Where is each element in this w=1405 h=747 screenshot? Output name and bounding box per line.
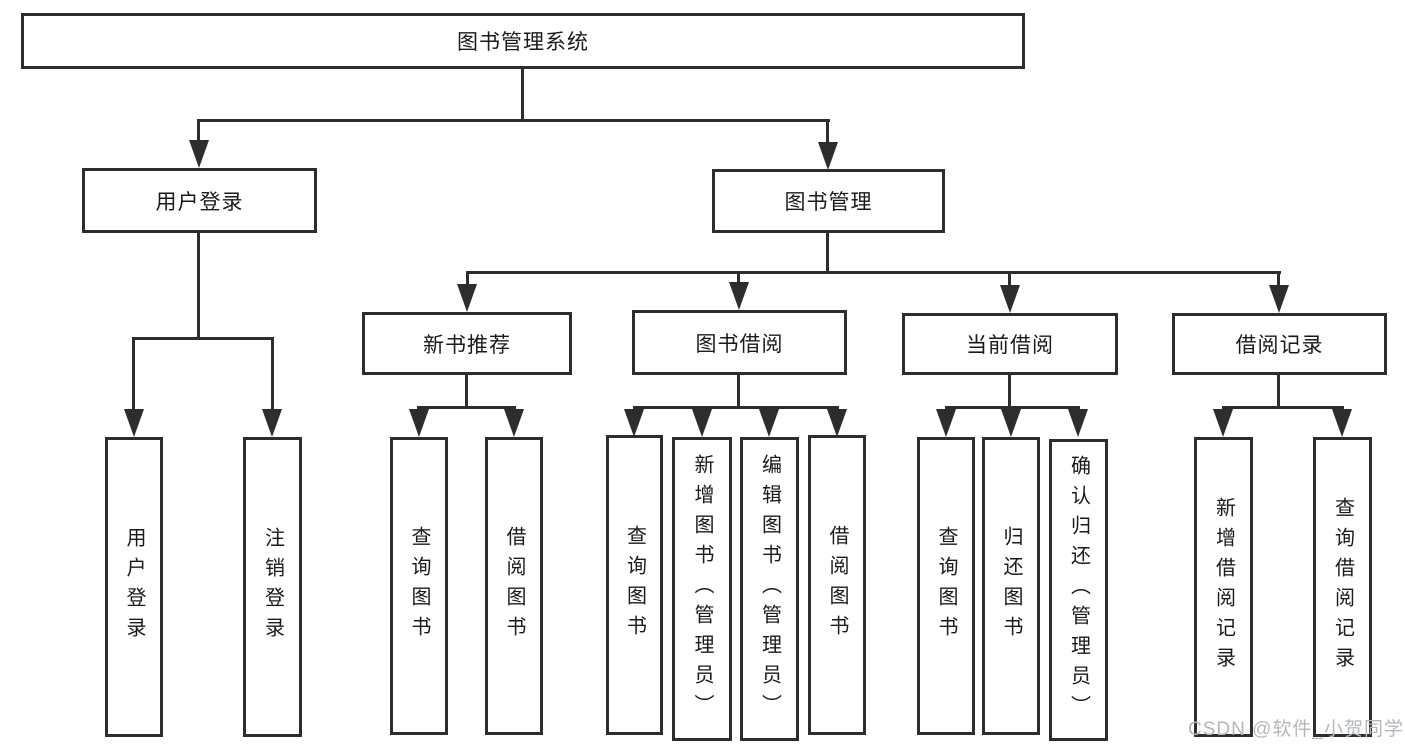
node-borrow-records-label: 借阅记录 (1235, 334, 1324, 357)
arrow-down-icon (1332, 409, 1352, 437)
leaf-cb-return-books: 归还图书 (982, 437, 1040, 735)
node-user-login-label: 用户登录 (155, 190, 244, 214)
arrow-down-icon (409, 409, 429, 437)
connector-line (1008, 271, 1011, 286)
leaf-cb-query-books-label: 查询图书 (935, 526, 957, 646)
leaf-bb-query-books-label: 查询图书 (623, 525, 646, 645)
connector-line (132, 337, 274, 340)
node-new-book-rec: 新书推荐 (362, 312, 572, 375)
connector-line (633, 406, 839, 409)
connector-line (197, 119, 200, 142)
leaf-br-add-record: 新增借阅记录 (1194, 437, 1253, 737)
connector-line (417, 406, 516, 409)
leaf-bb-borrow-books-label: 借阅图书 (826, 525, 848, 645)
leaf-user-login: 用户登录 (105, 437, 163, 737)
node-current-borrow: 当前借阅 (902, 313, 1118, 375)
leaf-logout: 注销登录 (243, 437, 302, 737)
connector-line (826, 233, 829, 271)
connector-line (466, 271, 1281, 274)
arrow-down-icon (1269, 285, 1289, 313)
arrow-down-icon (1068, 409, 1088, 437)
connector-line (466, 271, 469, 285)
leaf-nb-borrow-books-label: 借阅图书 (503, 526, 525, 646)
arrow-down-icon (457, 284, 477, 312)
connector-line (826, 119, 829, 143)
connector-line (737, 271, 740, 283)
leaf-bb-edit-books-admin: 编辑图书（管理员） (740, 437, 799, 741)
watermark: CSDN @软件_小贺同学 (1188, 719, 1404, 740)
connector-line (737, 375, 740, 406)
leaf-bb-borrow-books: 借阅图书 (808, 435, 866, 735)
node-borrow-records: 借阅记录 (1172, 313, 1387, 375)
connector-line (945, 406, 1080, 409)
arrow-down-icon (759, 409, 779, 437)
leaf-bb-add-books-admin: 新增图书（管理员） (672, 437, 732, 741)
node-root-label: 图书管理系统 (457, 31, 589, 54)
connector-line (197, 119, 830, 122)
arrow-down-icon (692, 409, 712, 437)
arrow-down-icon (624, 409, 644, 437)
node-book-mgmt: 图书管理 (712, 169, 945, 233)
leaf-bb-query-books: 查询图书 (606, 435, 663, 735)
leaf-cb-query-books: 查询图书 (917, 437, 975, 735)
arrow-down-icon (504, 409, 524, 437)
connector-line (1008, 375, 1011, 406)
connector-line (521, 69, 524, 119)
leaf-cb-confirm-return-admin-label: 确认归还（管理员） (1067, 455, 1090, 725)
arrow-down-icon (124, 409, 144, 437)
arrow-down-icon (1000, 285, 1020, 313)
leaf-br-query-record-label: 查询借阅记录 (1331, 497, 1354, 677)
connector-line (465, 375, 468, 406)
leaf-br-add-record-label: 新增借阅记录 (1212, 497, 1235, 677)
leaf-cb-return-books-label: 归还图书 (1000, 526, 1022, 646)
node-current-borrow-label: 当前借阅 (966, 334, 1054, 357)
node-book-borrow: 图书借阅 (632, 310, 847, 375)
connector-line (1222, 406, 1344, 409)
leaf-nb-query-books-label: 查询图书 (408, 526, 430, 646)
connector-line (132, 337, 135, 411)
node-new-book-rec-label: 新书推荐 (423, 333, 511, 357)
node-book-borrow-label: 图书借阅 (695, 332, 784, 356)
leaf-br-query-record: 查询借阅记录 (1313, 437, 1372, 737)
leaf-cb-confirm-return-admin: 确认归还（管理员） (1049, 439, 1108, 741)
connector-line (1277, 375, 1280, 406)
arrow-down-icon (936, 409, 956, 437)
arrow-down-icon (1213, 409, 1233, 437)
arrow-down-icon (827, 409, 847, 437)
leaf-user-login-label: 用户登录 (123, 527, 145, 647)
leaf-bb-add-books-admin-label: 新增图书（管理员） (691, 454, 713, 724)
leaf-logout-label: 注销登录 (261, 527, 284, 647)
node-book-mgmt-label: 图书管理 (784, 191, 873, 214)
connector-line (271, 337, 274, 411)
node-root: 图书管理系统 (21, 13, 1025, 69)
arrow-down-icon (189, 140, 209, 168)
leaf-bb-edit-books-admin-label: 编辑图书（管理员） (758, 454, 781, 724)
arrow-down-icon (1001, 409, 1021, 437)
connector-line (197, 233, 200, 337)
leaf-nb-query-books: 查询图书 (390, 437, 448, 735)
arrow-down-icon (729, 282, 749, 310)
leaf-nb-borrow-books: 借阅图书 (485, 437, 543, 735)
node-user-login: 用户登录 (82, 168, 317, 233)
arrow-down-icon (262, 409, 282, 437)
connector-line (1277, 271, 1280, 286)
arrow-down-icon (818, 142, 838, 170)
